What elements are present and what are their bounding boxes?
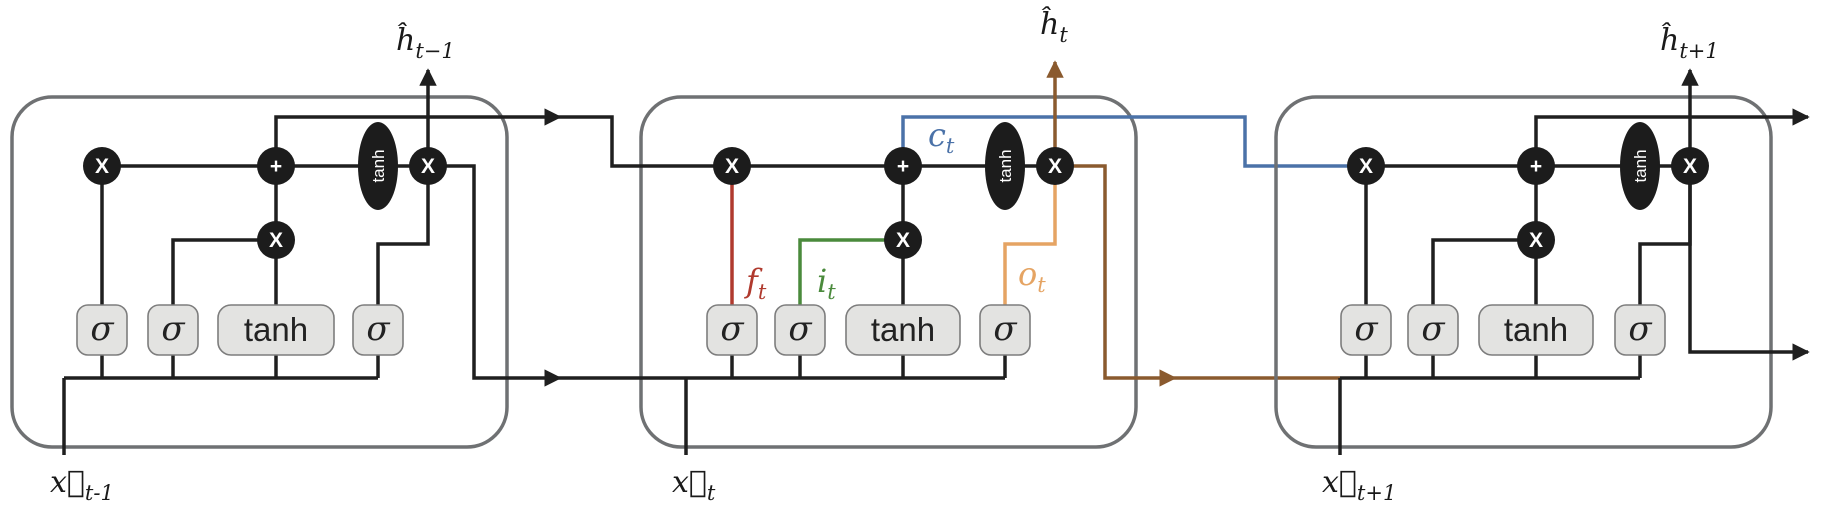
lstm-cell-3: σ σ tanh σ X + X tanh (1274, 22, 1810, 505)
lstm-cell-1: σ σ tanh σ X + X tanh (10, 22, 562, 505)
multiply-icon: X (95, 155, 109, 178)
multiply-icon: X (1048, 155, 1062, 178)
sigma-label: σ (788, 309, 812, 349)
tanh-label: tanh (1504, 311, 1568, 348)
tanh-op: tanh (985, 122, 1025, 210)
multiply-output-op: X (409, 147, 447, 185)
multiply-icon: X (725, 155, 739, 178)
output-gate: σ (352, 304, 404, 356)
svg-text:ĥt: ĥt (1040, 6, 1068, 47)
svg-text:ĥt+1: ĥt+1 (1660, 22, 1719, 63)
sigma-label: σ (90, 309, 114, 349)
cell-boundary (1274, 95, 1773, 449)
input-label: x⃗t (672, 465, 716, 505)
add-op: + (257, 147, 295, 185)
lstm-cell-2: σ σ tanh σ X + X tanh (560, 6, 1368, 505)
cell-state-path (901, 115, 1368, 175)
sigma-label: σ (720, 309, 744, 349)
output-gate-path (1003, 166, 1057, 307)
cell-boundary (10, 95, 509, 449)
multiply-input-op: X (257, 221, 295, 259)
hidden-output-label: ĥt+1 (1660, 22, 1719, 63)
input-label: x⃗t+1 (1322, 465, 1396, 505)
multiply-icon: X (269, 229, 283, 252)
add-op: + (884, 147, 922, 185)
multiply-icon: X (1683, 155, 1697, 178)
forget-gate: σ (706, 304, 758, 356)
forget-gate: σ (1340, 304, 1392, 356)
tanh-label: tanh (244, 311, 308, 348)
multiply-icon: X (421, 155, 435, 178)
cell-wires (62, 68, 562, 455)
svg-text:x⃗t+1: x⃗t+1 (1322, 465, 1396, 505)
plus-icon: + (270, 155, 282, 178)
cell-boundary (639, 95, 1138, 449)
multiply-forget-op: X (1347, 147, 1385, 185)
candidate-tanh-gate: tanh (845, 304, 961, 356)
input-label: x⃗t-1 (50, 465, 114, 505)
candidate-tanh-gate: tanh (1478, 304, 1594, 356)
multiply-input-op: X (1517, 221, 1555, 259)
hidden-state-path (1055, 164, 1177, 387)
sigma-label: σ (1628, 309, 1652, 349)
cell-wires (560, 115, 1055, 455)
input-gate: σ (774, 304, 826, 356)
tanh-oval-label: tanh (369, 149, 388, 182)
sigma-label: σ (993, 309, 1017, 349)
svg-text:x⃗t-1: x⃗t-1 (50, 465, 114, 505)
multiply-output-op: X (1671, 147, 1709, 185)
svg-text:x⃗t: x⃗t (672, 465, 716, 505)
output-gate: σ (979, 304, 1031, 356)
sigma-label: σ (1421, 309, 1445, 349)
multiply-forget-op: X (713, 147, 751, 185)
candidate-tanh-gate: tanh (217, 304, 335, 356)
cell-wires (1338, 68, 1810, 455)
multiply-output-op: X (1036, 147, 1074, 185)
multiply-input-op: X (884, 221, 922, 259)
sigma-label: σ (1354, 309, 1378, 349)
cell-state-annotation: ct (928, 116, 955, 158)
input-gate: σ (1407, 304, 1459, 356)
forget-gate-annotation: ft (744, 262, 767, 304)
hidden-output-label: ĥt−1 (396, 22, 455, 63)
tanh-op: tanh (358, 122, 398, 210)
multiply-icon: X (1359, 155, 1373, 178)
sigma-label: σ (366, 309, 390, 349)
multiply-forget-op: X (83, 147, 121, 185)
tanh-oval-label: tanh (996, 149, 1015, 182)
output-gate: σ (1614, 304, 1666, 356)
tanh-op: tanh (1620, 122, 1660, 210)
multiply-icon: X (1529, 229, 1543, 252)
output-gate-annotation: ot (1018, 255, 1046, 297)
svg-text:ĥt−1: ĥt−1 (396, 22, 455, 63)
multiply-icon: X (896, 229, 910, 252)
input-gate-path (798, 238, 903, 307)
sigma-label: σ (161, 309, 185, 349)
plus-icon: + (1530, 155, 1542, 178)
input-gate: σ (147, 304, 199, 356)
forget-gate: σ (76, 304, 128, 356)
hidden-output-label: ĥt (1040, 6, 1068, 47)
input-gate-annotation: it (817, 262, 836, 304)
plus-icon: + (897, 155, 909, 178)
tanh-oval-label: tanh (1631, 149, 1650, 182)
add-op: + (1517, 147, 1555, 185)
tanh-label: tanh (871, 311, 935, 348)
